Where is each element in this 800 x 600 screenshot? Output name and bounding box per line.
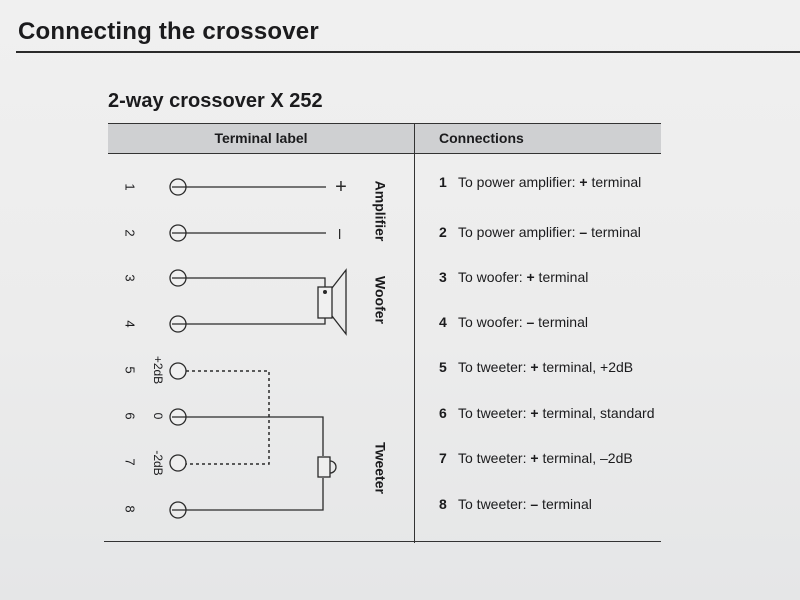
woofer-cone <box>331 268 347 336</box>
amplifier-label: Amplifier <box>372 181 388 242</box>
connection-number: 4 <box>439 314 447 330</box>
table-column-divider <box>414 123 415 543</box>
connection-text: terminal, –2dB <box>538 450 633 466</box>
connection-text: To tweeter: <box>458 359 531 375</box>
connection-sign: – <box>530 496 539 512</box>
section-title: 2-way crossover X 252 <box>108 90 323 112</box>
wiring-table: Terminal label Connections 1 To power amp… <box>104 123 661 543</box>
connection-sign: + <box>526 269 535 285</box>
connection-sign: + <box>579 174 588 190</box>
terminal-number-4: 4 <box>123 320 138 327</box>
connection-row-3: 3 To woofer: + terminal <box>439 269 588 285</box>
connection-sign: – <box>526 314 535 330</box>
table-header-band <box>108 123 661 153</box>
connection-number: 1 <box>439 174 447 190</box>
terminal-number-8: 8 <box>123 505 138 512</box>
tweeter-dome <box>329 460 337 474</box>
connection-number: 3 <box>439 269 447 285</box>
tweeter-jumper-dashed <box>186 370 270 465</box>
table-header-rule <box>108 153 661 154</box>
page-heading: Connecting the crossover <box>18 18 319 45</box>
connection-text: terminal, +2dB <box>538 359 634 375</box>
connection-text: To tweeter: <box>458 405 531 421</box>
connection-text: terminal <box>587 224 641 240</box>
connection-text: To power amplifier: <box>458 174 580 190</box>
connection-row-8: 8 To tweeter: – terminal <box>439 496 592 512</box>
connection-row-6: 6 To tweeter: + terminal, standard <box>439 405 655 421</box>
connection-sign: + <box>530 450 539 466</box>
connection-text: terminal <box>587 174 642 190</box>
level-label-minus2db: -2dB <box>151 450 165 475</box>
connection-row-2: 2 To power amplifier: – terminal <box>439 224 641 240</box>
tweeter-label: Tweeter <box>372 442 388 494</box>
terminal-number-2: 2 <box>123 229 138 236</box>
connection-text: To woofer: <box>458 269 527 285</box>
connection-number: 8 <box>439 496 447 512</box>
connection-text: terminal <box>534 314 588 330</box>
woofer-polarity-dot <box>323 290 327 294</box>
level-label-0db: 0 <box>151 413 165 420</box>
connection-row-1: 1 To power amplifier: + terminal <box>439 174 641 190</box>
connection-text: To tweeter: <box>458 450 531 466</box>
connection-text: terminal <box>534 269 589 285</box>
terminal-number-6: 6 <box>123 412 138 419</box>
woofer-magnet <box>317 286 333 319</box>
connection-number: 7 <box>439 450 447 466</box>
terminal-number-3: 3 <box>123 274 138 281</box>
connection-row-4: 4 To woofer: – terminal <box>439 314 588 330</box>
amplifier-plus-sign: + <box>335 176 347 198</box>
table-top-rule <box>108 123 661 124</box>
woofer-label: Woofer <box>372 276 388 325</box>
terminal-circle-7 <box>169 454 187 472</box>
connection-text: To power amplifier: <box>458 224 580 240</box>
connection-sign: – <box>579 224 588 240</box>
level-label-plus2db: +2dB <box>151 356 165 384</box>
woofer-minus-wire <box>172 316 326 325</box>
connection-row-7: 7 To tweeter: + terminal, –2dB <box>439 450 633 466</box>
connection-text: To woofer: <box>458 314 527 330</box>
tweeter-body <box>317 456 331 478</box>
terminal-number-7: 7 <box>123 458 138 465</box>
heading-underline <box>16 51 800 53</box>
header-connections: Connections <box>439 130 524 146</box>
connection-sign: + <box>530 359 539 375</box>
connection-number: 5 <box>439 359 447 375</box>
terminal-number-1: 1 <box>123 183 138 190</box>
tweeter-minus-wire <box>172 478 324 511</box>
connection-row-5: 5 To tweeter: + terminal, +2dB <box>439 359 633 375</box>
terminal-circle-5 <box>169 362 187 380</box>
connection-text: terminal, standard <box>538 405 655 421</box>
connection-number: 6 <box>439 405 447 421</box>
table-bottom-rule <box>104 541 661 542</box>
amplifier-minus-sign: – <box>331 229 351 239</box>
woofer-plus-wire <box>172 277 326 289</box>
connection-number: 2 <box>439 224 447 240</box>
terminal-number-5: 5 <box>123 366 138 373</box>
connection-sign: + <box>530 405 539 421</box>
tweeter-main-wire <box>172 416 324 456</box>
connection-text: terminal <box>538 496 592 512</box>
connection-text: To tweeter: <box>458 496 531 512</box>
header-terminal-label: Terminal label <box>214 130 308 146</box>
